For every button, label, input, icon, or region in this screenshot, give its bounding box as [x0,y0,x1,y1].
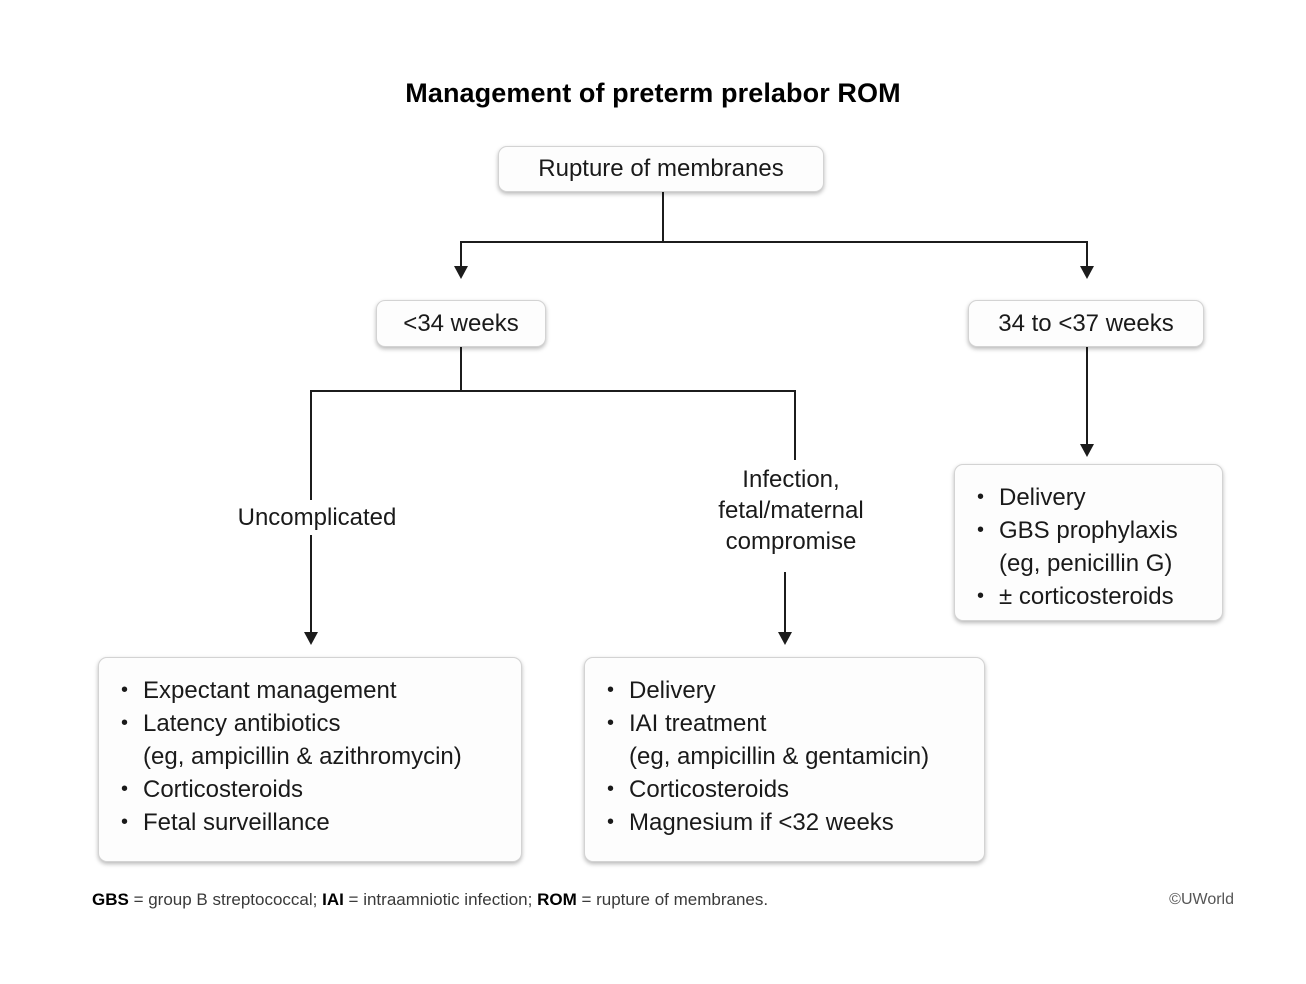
bullet-icon: • [121,811,129,833]
abbreviation-footnote: GBS = group B streptococcal; IAI = intra… [92,890,768,910]
bullet-icon: • [607,712,615,734]
list-item-text: Corticosteroids [629,776,790,803]
list-item-subtext: (eg, ampicillin & gentamicin) [629,743,930,770]
bullet-list: • Expectant management • Latency antibio… [119,674,503,839]
footnote-def-rom: = rupture of membranes. [576,890,769,909]
node-label: 34 to <37 weeks [998,309,1174,337]
bullet-icon: • [607,778,615,800]
list-item: • Fetal surveillance [119,806,503,839]
list-item-text: Delivery [629,677,716,704]
footnote-abbr-rom: ROM [537,890,577,909]
label-text: Uncomplicated [237,504,397,531]
list-item: • GBS prophylaxis (eg, penicillin G) [975,514,1204,580]
connector-infection-upper [794,390,796,460]
box-infection-management[interactable]: • Delivery • IAI treatment (eg, ampicill… [584,657,985,862]
bullet-icon: • [607,679,615,701]
bullet-icon: • [977,585,985,607]
label-uncomplicated: Uncomplicated [222,500,412,535]
list-item: • Magnesium if <32 weeks [605,806,966,839]
bullet-list: • Delivery • GBS prophylaxis (eg, penici… [975,481,1204,613]
bullet-icon: • [121,712,129,734]
list-item: • Latency antibiotics (eg, ampicillin & … [119,707,503,773]
list-item-text: Corticosteroids [143,776,304,803]
footnote-def-iai: = intraamniotic infection; [343,890,538,909]
arrowhead-to-infection-box [778,632,792,645]
node-rupture-of-membranes[interactable]: Rupture of membranes [498,146,824,192]
connector-lt34-stem [460,347,462,391]
arrowhead-to-34to37 [1080,266,1094,279]
box-late-preterm-management[interactable]: • Delivery • GBS prophylaxis (eg, penici… [954,464,1223,621]
connector-root-stem [662,192,664,242]
page-title: Management of preterm prelabor ROM [405,78,901,108]
list-item-subtext: (eg, ampicillin & azithromycin) [143,743,462,770]
label-line-1: Infection, [742,466,840,493]
list-item-subtext: (eg, penicillin G) [999,550,1173,577]
node-34-to-37-weeks[interactable]: 34 to <37 weeks [968,300,1204,347]
arrowhead-to-uncomplicated-box [304,632,318,645]
box-uncomplicated-management[interactable]: • Expectant management • Latency antibio… [98,657,522,862]
node-label: <34 weeks [403,309,519,337]
footnote-abbr-gbs: GBS [92,890,129,909]
bullet-icon: • [977,486,985,508]
arrowhead-to-late-preterm-box [1080,444,1094,457]
connector-lt34-bar [310,390,795,392]
copyright-notice: ©UWorld [1169,891,1234,908]
bullet-icon: • [977,519,985,541]
connector-root-right-drop [1086,241,1088,272]
arrowhead-to-lt34 [454,266,468,279]
bullet-icon: • [121,679,129,701]
bullet-icon: • [121,778,129,800]
list-item: • Delivery [975,481,1204,514]
connector-uncomplicated-lower [310,528,312,636]
list-item: • ± corticosteroids [975,580,1204,613]
list-item: • IAI treatment (eg, ampicillin & gentam… [605,707,966,773]
label-line-3: compromise [725,528,857,555]
list-item-text: GBS prophylaxis [999,517,1178,544]
list-item-text: Expectant management [143,677,397,704]
bullet-icon: • [607,811,615,833]
connector-infection-lower [784,572,786,636]
footnote-abbr-iai: IAI [322,890,344,909]
list-item: • Delivery [605,674,966,707]
list-item-text: IAI treatment [629,710,767,737]
list-item-text: Latency antibiotics [143,710,341,737]
list-item-text: Fetal surveillance [143,809,330,836]
connector-uncomplicated-upper [310,390,312,500]
node-label: Rupture of membranes [538,155,784,182]
label-line-2: fetal/maternal [718,497,864,524]
list-item-text: Delivery [999,484,1086,511]
connector-root-bar [460,241,1088,243]
list-item: • Corticosteroids [119,773,503,806]
list-item-text: Magnesium if <32 weeks [629,809,894,836]
node-lt34-weeks[interactable]: <34 weeks [376,300,546,347]
list-item-text: ± corticosteroids [999,583,1174,610]
label-infection-fetal-maternal-compromise: Infection, fetal/maternal compromise [700,462,882,559]
list-item: • Expectant management [119,674,503,707]
connector-34to37-stem [1086,347,1088,446]
footnote-def-gbs: = group B streptococcal; [128,890,323,909]
connector-root-left-drop [460,241,462,272]
bullet-list: • Delivery • IAI treatment (eg, ampicill… [605,674,966,839]
list-item: • Corticosteroids [605,773,966,806]
